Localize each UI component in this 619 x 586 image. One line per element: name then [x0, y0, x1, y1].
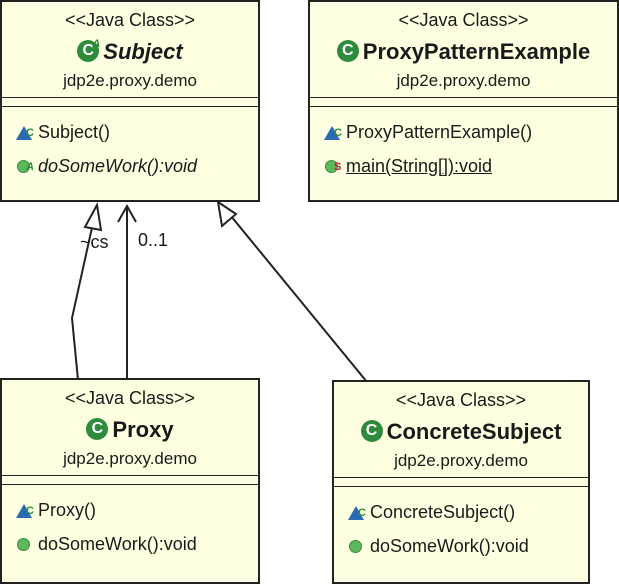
class-icon: C: [336, 40, 359, 63]
class-name-text: ProxyPatternExample: [362, 39, 591, 64]
role-label: ~cs: [80, 232, 109, 252]
stereotype: <<Java Class>>: [64, 10, 196, 30]
operation-text: Subject(): [38, 122, 111, 142]
stereotype: <<Java Class>>: [395, 390, 527, 410]
operation-text: Proxy(): [38, 500, 96, 520]
attributes-compartment: [2, 476, 258, 485]
class-name-text: Subject: [103, 39, 183, 64]
operation-text: doSomeWork():void: [38, 534, 197, 554]
attributes-compartment: [334, 478, 588, 487]
operation-row[interactable]: doSomeWork():void: [2, 527, 258, 561]
attributes-compartment: [310, 98, 617, 107]
class-name-text: ConcreteSubject: [386, 419, 562, 444]
class-name-text: Proxy: [112, 417, 174, 442]
abstract-method-icon: A: [16, 156, 34, 174]
class-icon: C: [86, 418, 109, 441]
operation-row[interactable]: doSomeWork():void: [334, 529, 588, 563]
package-name: jdp2e.proxy.demo: [396, 71, 531, 90]
operation-text: main(String[]):void: [346, 156, 493, 176]
proxy-generalization-edge: [70, 204, 98, 381]
concrete-generalization-edge: [225, 209, 368, 383]
constructor-icon: C: [16, 500, 34, 519]
package-name: jdp2e.proxy.demo: [63, 71, 197, 90]
proxy-association-arrowhead: [117, 203, 137, 223]
package-name: jdp2e.proxy.demo: [63, 449, 197, 468]
method-icon: [348, 536, 366, 554]
stereotype: <<Java Class>>: [64, 388, 196, 408]
method-icon: [16, 534, 34, 552]
concrete-generalization-arrowhead: [216, 199, 238, 228]
proxy-generalization-arrowhead: [83, 201, 103, 232]
constructor-icon: C: [348, 502, 366, 521]
attributes-compartment: [2, 98, 258, 107]
class-icon: C: [360, 420, 383, 443]
operation-text: doSomeWork():void: [38, 156, 198, 176]
stereotype: <<Java Class>>: [398, 10, 529, 30]
multiplicity-label: 0..1: [138, 230, 169, 250]
operation-text: doSomeWork():void: [370, 536, 529, 556]
constructor-icon: C: [324, 122, 342, 141]
operation-text: ProxyPatternExample(): [346, 122, 533, 142]
static-method-icon: S: [324, 156, 342, 174]
operation-text: ConcreteSubject(): [370, 502, 516, 522]
constructor-icon: C: [16, 122, 34, 141]
package-name: jdp2e.proxy.demo: [394, 451, 528, 470]
